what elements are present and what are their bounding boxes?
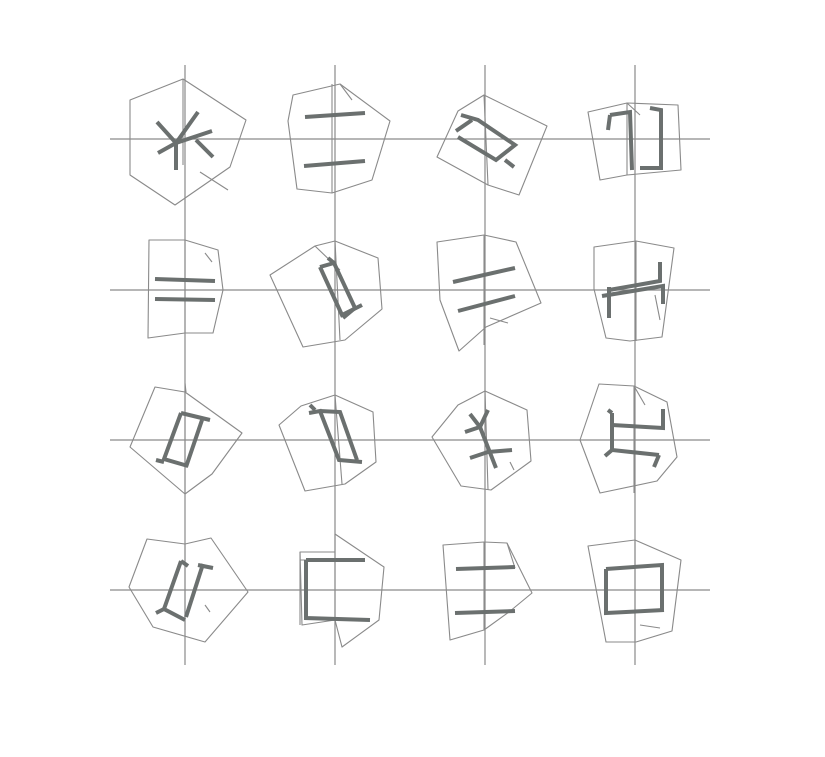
cube-r1-c4 (587, 102, 682, 181)
cube-r1-c2 (287, 83, 391, 194)
cube-r3-c3 (431, 390, 532, 491)
cube-r1-c3 (436, 94, 548, 196)
cube-r2-c3 (436, 234, 542, 352)
trident-glyph (155, 110, 215, 170)
cube-r4-c3 (442, 541, 533, 641)
trident-glyph (464, 409, 513, 469)
bracket-glyph (603, 408, 665, 468)
cube-r4-c1 (128, 537, 249, 643)
bracket-glyph (318, 256, 363, 320)
cube-r4-c2 (299, 533, 385, 648)
cube-r2-c1 (147, 239, 224, 339)
h-shape-glyph (601, 262, 665, 318)
cube-r2-c2 (269, 240, 383, 348)
bracket-glyph (454, 113, 519, 169)
bracket-glyph (308, 403, 363, 464)
cube-r3-c2 (278, 394, 377, 492)
cube-r4-c4 (587, 539, 682, 643)
bracket-glyph (155, 411, 211, 468)
cube-r2-c4 (593, 240, 675, 342)
parallel-bars-glyph (454, 565, 516, 615)
cube-r3-c4 (579, 383, 678, 494)
parallel-bars-glyph (303, 111, 366, 168)
open-square-glyph (604, 562, 665, 616)
parallel-bars-glyph (154, 277, 216, 302)
cube-r1-c1 (129, 78, 247, 206)
open-square-glyph (304, 558, 371, 622)
parallel-bars-glyph (452, 266, 516, 313)
bracket-glyph (606, 106, 663, 171)
cube-r3-c1 (129, 382, 243, 495)
bracket-glyph (155, 559, 214, 622)
